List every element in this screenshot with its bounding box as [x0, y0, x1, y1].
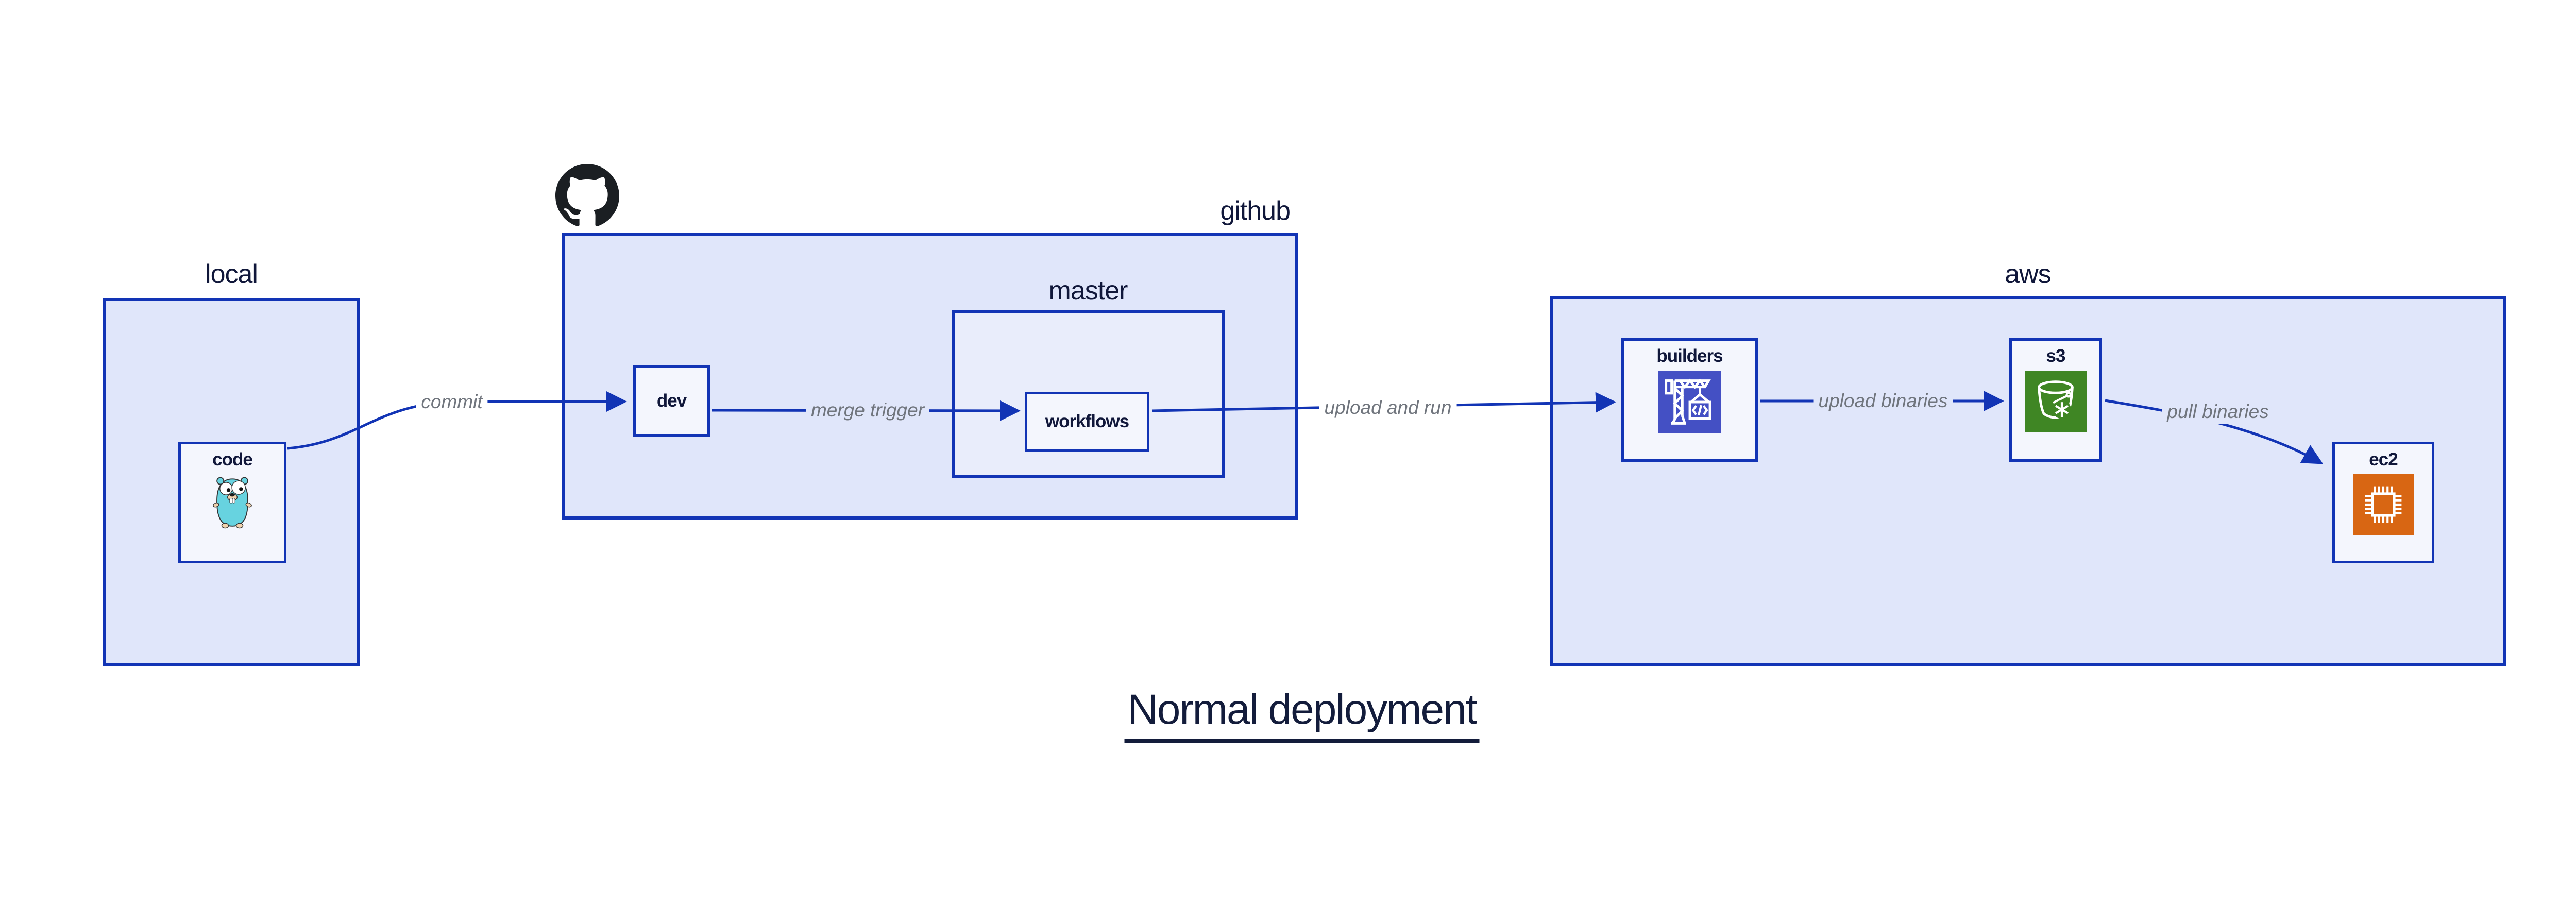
edge-label-upload-and-run: upload and run [1319, 396, 1457, 420]
diagram-title: Normal deployment [1124, 686, 1480, 743]
node-s3-label: s3 [2046, 346, 2066, 366]
edge-label-merge-trigger: merge trigger [805, 398, 930, 422]
edge-label-commit: commit [416, 390, 488, 414]
ec2-chip-icon [2353, 474, 2414, 535]
node-dev: dev [633, 365, 710, 437]
github-octocat-icon [555, 164, 619, 226]
container-aws-label: aws [2005, 259, 2051, 289]
s3-bucket-icon [2025, 371, 2087, 432]
container-github-label: github [1220, 196, 1291, 226]
container-local-label: local [205, 259, 258, 289]
container-master-label: master [1048, 276, 1128, 306]
node-ec2-label: ec2 [2369, 449, 2398, 470]
go-gopher-icon [213, 477, 252, 529]
codebuild-crane-icon [1658, 371, 1721, 433]
node-ec2: ec2 [2332, 442, 2434, 563]
edge-label-pull-binaries: pull binaries [2162, 400, 2274, 424]
node-builders-label: builders [1656, 346, 1723, 366]
node-code-label: code [212, 449, 253, 470]
node-builders: builders [1621, 338, 1758, 462]
node-workflows: workflows [1025, 392, 1149, 452]
node-workflows-label: workflows [1045, 411, 1129, 431]
edge-label-upload-binaries: upload binaries [1813, 389, 1953, 413]
node-dev-label: dev [656, 390, 687, 411]
node-s3: s3 [2009, 338, 2102, 462]
node-code: code [178, 442, 286, 563]
